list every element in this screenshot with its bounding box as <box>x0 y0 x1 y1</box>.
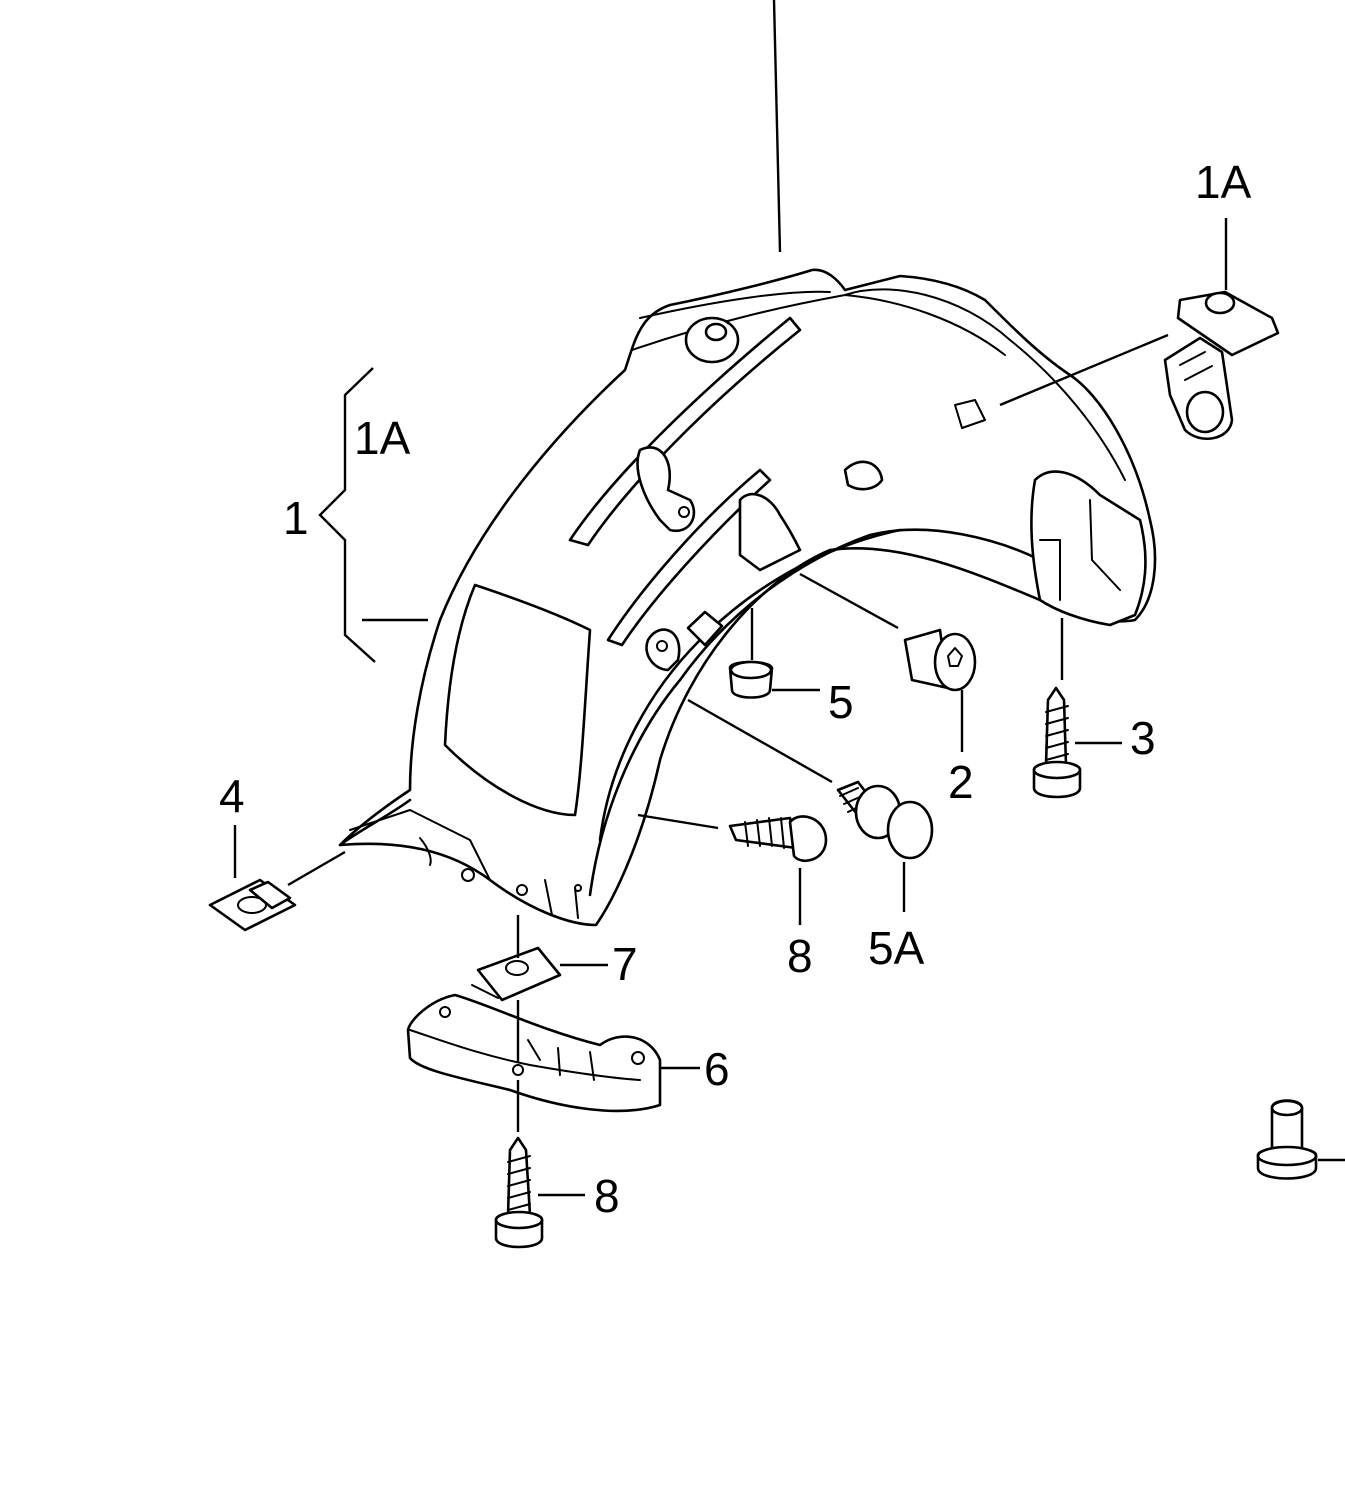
callout-3: 3 <box>1130 712 1156 764</box>
callout-8-bottom: 8 <box>594 1170 620 1222</box>
clip-4-pointer <box>287 850 346 887</box>
callout-1: 1 <box>283 492 309 544</box>
expansion-rivet-2 <box>903 628 977 692</box>
wheel-housing-liner <box>338 268 1157 927</box>
clip-1A-pointer <box>999 333 1169 407</box>
clip-4 <box>208 878 297 932</box>
screw-3 <box>1032 686 1082 799</box>
screw-8-bottom <box>494 1136 544 1249</box>
callout-7: 7 <box>612 938 638 990</box>
pin-5A-pointer <box>687 698 833 784</box>
callout-4: 4 <box>219 770 245 822</box>
clip-7 <box>471 946 562 1002</box>
top-leader-line <box>772 0 782 253</box>
callout-1A-clip: 1A <box>1195 156 1252 208</box>
screw-8-mid <box>728 815 828 862</box>
callout-8-screw: 8 <box>787 930 813 982</box>
callout-1-brace <box>318 367 428 663</box>
callout-1A-bracket: 1A <box>354 412 411 464</box>
rivet-2-pointer <box>799 572 899 630</box>
bracket-6 <box>406 993 662 1113</box>
screw-8-pointer <box>637 813 719 830</box>
push-pin-5A <box>836 780 934 860</box>
clip-1A <box>1163 290 1280 440</box>
callout-5: 5 <box>828 676 854 728</box>
callout-6: 6 <box>704 1043 730 1095</box>
pin-far-right <box>1256 1099 1318 1180</box>
callout-2: 2 <box>948 756 974 808</box>
nut-5 <box>728 660 774 699</box>
callout-5A: 5A <box>868 922 925 974</box>
